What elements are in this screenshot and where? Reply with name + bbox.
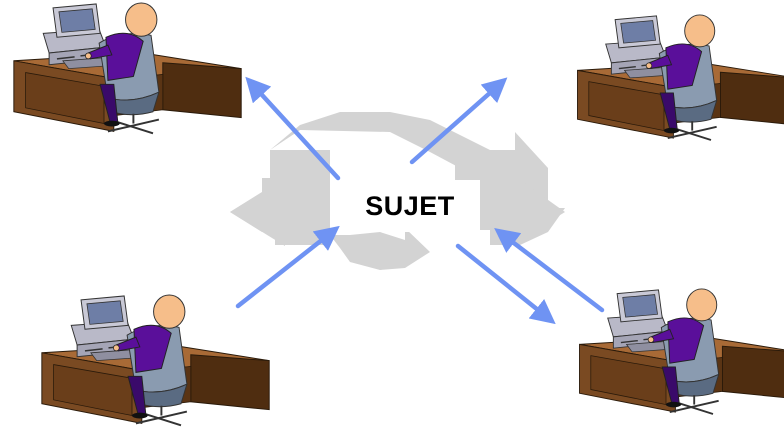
grey-arrowhead-left: [230, 178, 285, 246]
arrow-bottom-right-to-center: [494, 228, 605, 313]
arrow-center-to-bottom-right: [455, 243, 556, 325]
workstation-bottom-right: [578, 288, 784, 415]
arrow-center-to-top-right: [409, 77, 508, 165]
grey-arrowhead-right: [520, 180, 565, 240]
grey-arrow-bottom: [330, 228, 430, 270]
grey-arrow-top: [270, 112, 490, 168]
arrow-bottom-left-to-center: [235, 225, 340, 309]
arrow-center-to-top-left: [245, 76, 341, 181]
workstation-bottom-left: [40, 294, 271, 427]
workstation-top-left: [12, 2, 243, 135]
workstation-top-right: [576, 14, 784, 141]
blue-arrows: [235, 76, 605, 325]
grey-background-arrows: [230, 112, 565, 270]
center-label-box: SUJET: [340, 180, 480, 232]
center-label: SUJET: [365, 190, 455, 221]
